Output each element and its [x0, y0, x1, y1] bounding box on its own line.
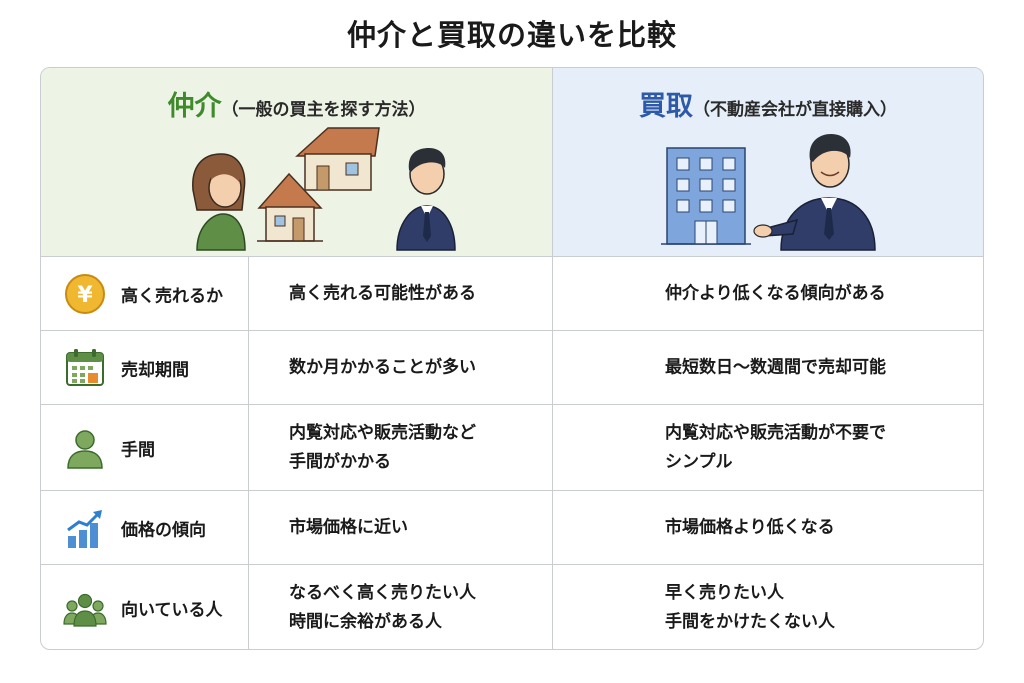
row-label-cell: ¥ 高く売れるか: [41, 257, 249, 330]
chukai-value-cell: 高く売れる可能性がある: [249, 257, 553, 330]
row-label: 高く売れるか: [121, 286, 223, 306]
kaitori-value: 早く売りたい人手間をかけたくない人: [665, 583, 835, 632]
header-kaitori-name: 買取: [639, 91, 693, 122]
row-price-tendency: 価格の傾向 市場価格に近い 市場価格より低くなる: [41, 490, 983, 564]
kaitori-value-cell: 市場価格より低くなる: [553, 491, 983, 564]
businessman-icon: [396, 148, 456, 251]
header-kaitori: 買取（不動産会社が直接購入）: [553, 68, 983, 256]
chukai-illustration: [192, 127, 456, 251]
row-label-cell: 売却期間: [41, 331, 249, 404]
kaitori-value-cell: 最短数日〜数週間で売却可能: [553, 331, 983, 404]
chukai-value-cell: 内覧対応や販売活動など手間がかかる: [249, 405, 553, 490]
row-label: 手間: [121, 440, 155, 460]
header-kaitori-title: 買取（不動産会社が直接購入）: [553, 84, 983, 123]
house-large-icon: [295, 127, 380, 191]
row-label: 向いている人: [121, 600, 223, 621]
kaitori-value: 内覧対応や販売活動が不要でシンプル: [665, 422, 886, 472]
people-group-icon: [63, 593, 107, 627]
row-label: 売却期間: [121, 360, 189, 380]
chukai-value: 高く売れる可能性がある: [289, 283, 476, 303]
kaitori-illustration: [661, 134, 876, 251]
chukai-value: 内覧対応や販売活動など手間がかかる: [289, 422, 476, 472]
row-suitable-for: 向いている人 なるべく高く売りたい人時間に余裕がある人 早く売りたい人手間をかけ…: [41, 564, 983, 649]
presenting-businessman-icon: [753, 134, 876, 251]
yen-coin-icon: ¥: [65, 273, 105, 314]
svg-text:¥: ¥: [77, 283, 93, 308]
chukai-value: 数か月かかることが多い: [289, 357, 476, 377]
chukai-value-cell: なるべく高く売りたい人時間に余裕がある人: [249, 565, 553, 649]
calendar-icon: [66, 348, 104, 386]
comparison-table: 仲介（一般の買主を探す方法）: [40, 67, 984, 650]
kaitori-value: 市場価格より低くなる: [665, 517, 835, 537]
row-label-cell: 価格の傾向: [41, 491, 249, 564]
row-sale-period: 売却期間 数か月かかることが多い 最短数日〜数週間で売却可能: [41, 330, 983, 404]
row-label-cell: 手間: [41, 405, 249, 490]
house-small-icon: [257, 172, 323, 242]
header-chukai-name: 仲介: [167, 91, 222, 122]
woman-icon: [192, 153, 246, 251]
person-icon: [67, 429, 103, 469]
chukai-value-cell: 市場価格に近い: [249, 491, 553, 564]
kaitori-value-cell: 早く売りたい人手間をかけたくない人: [553, 565, 983, 649]
header-chukai-title: 仲介（一般の買主を探す方法）: [41, 84, 552, 123]
header-chukai-description: （一般の買主を探す方法）: [221, 100, 426, 120]
row-label: 価格の傾向: [121, 520, 206, 540]
chukai-value: 市場価格に近い: [289, 517, 408, 537]
page-title: 仲介と買取の違いを比較: [346, 18, 677, 52]
chukai-value-cell: 数か月かかることが多い: [249, 331, 553, 404]
row-effort: 手間 内覧対応や販売活動など手間がかかる 内覧対応や販売活動が不要でシンプル: [41, 404, 983, 490]
rising-chart-icon: [67, 509, 102, 548]
kaitori-value: 仲介より低くなる傾向がある: [665, 283, 886, 303]
kaitori-value: 最短数日〜数週間で売却可能: [665, 357, 886, 377]
chukai-value: なるべく高く売りたい人時間に余裕がある人: [289, 583, 476, 632]
kaitori-value-cell: 仲介より低くなる傾向がある: [553, 257, 983, 330]
header-kaitori-description: （不動産会社が直接購入）: [693, 100, 897, 120]
office-building-icon: [661, 147, 751, 245]
header-chukai: 仲介（一般の買主を探す方法）: [41, 68, 553, 256]
kaitori-value-cell: 内覧対応や販売活動が不要でシンプル: [553, 405, 983, 490]
row-high-price: ¥ 高く売れるか 高く売れる可能性がある 仲介より低くなる傾向がある: [41, 256, 983, 330]
row-label-cell: 向いている人: [41, 565, 249, 649]
